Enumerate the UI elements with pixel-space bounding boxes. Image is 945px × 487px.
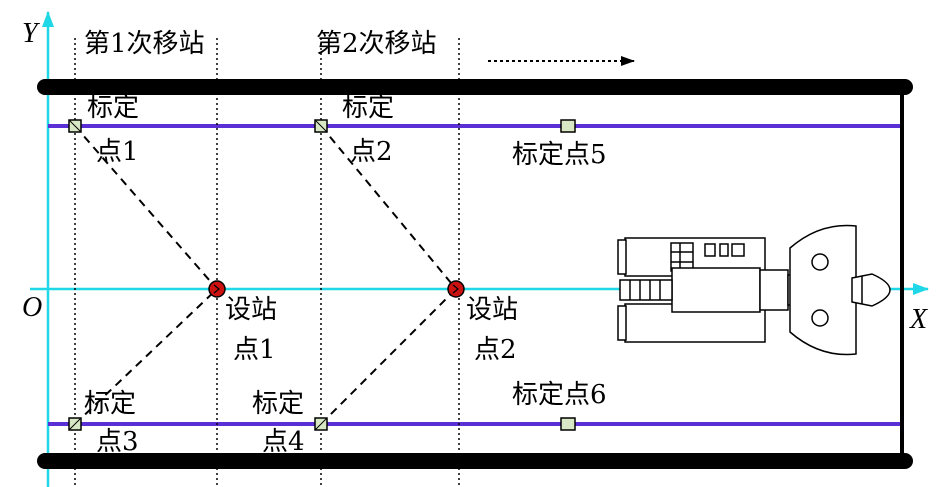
x-axis-label: X: [909, 304, 928, 335]
origin-label: O: [22, 292, 42, 323]
station-marker-1: [208, 280, 226, 298]
move-label-1: 第1次移站: [84, 29, 205, 59]
calibration-label-6: 标定点6: [512, 380, 607, 410]
calibration-label-4-line1: 标定: [252, 389, 304, 419]
calibration-label-2-line1: 标定: [342, 93, 394, 123]
station-label-1-line2: 点1: [233, 335, 276, 365]
calibration-label-3-line1: 标定: [84, 389, 136, 419]
calibration-label-3-line2: 点3: [96, 427, 139, 457]
tunneling-machine-icon: [617, 224, 891, 356]
station-label-1-line1: 设站: [225, 295, 277, 325]
sight-line-2-2: [320, 125, 457, 290]
sight-line-2-4: [320, 288, 457, 425]
calibration-label-4-line2: 点4: [262, 427, 305, 457]
calibration-label-2-line2: 点2: [350, 137, 393, 167]
station-marker-2: [447, 280, 465, 298]
calibration-label-1-line2: 点1: [96, 137, 139, 167]
move-label-2: 第2次移站: [316, 29, 437, 59]
calibration-marker-6: [560, 417, 576, 431]
calibration-label-1-line1: 标定: [87, 93, 139, 123]
station-label-2-line1: 设站: [466, 295, 518, 325]
calibration-marker-5: [560, 119, 576, 133]
station-label-2-line2: 点2: [474, 335, 517, 365]
sight-line-1-3: [74, 288, 218, 425]
calibration-label-5: 标定点5: [512, 140, 607, 170]
y-axis-label: Y: [22, 18, 41, 49]
